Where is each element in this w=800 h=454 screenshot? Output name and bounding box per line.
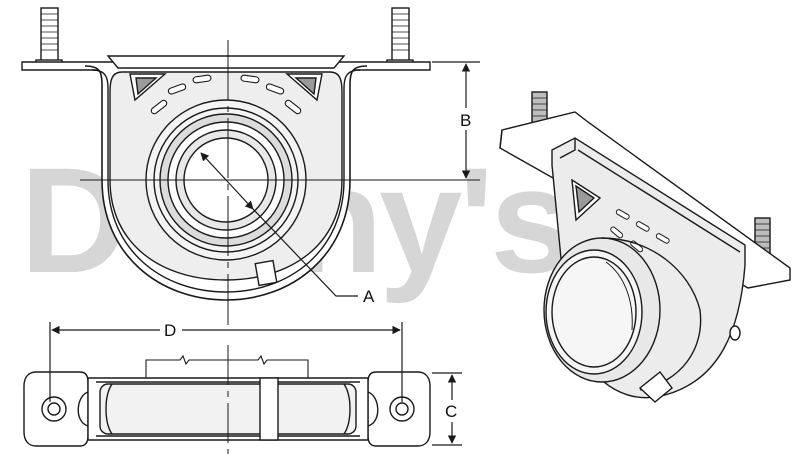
iso-bearing-face	[545, 249, 643, 375]
top-plate	[106, 55, 346, 69]
top-view	[23, 345, 431, 454]
isometric-view	[499, 91, 791, 403]
dimension-c-label: C	[445, 402, 457, 421]
center-strap	[259, 377, 279, 441]
dimension-a	[200, 152, 358, 297]
dimension-d	[49, 322, 403, 402]
dimension-a-label: A	[363, 287, 375, 306]
dimension-d-label: D	[164, 321, 176, 340]
dimension-b-label: B	[460, 111, 471, 130]
right-stud	[386, 7, 414, 70]
left-stud	[35, 7, 63, 70]
